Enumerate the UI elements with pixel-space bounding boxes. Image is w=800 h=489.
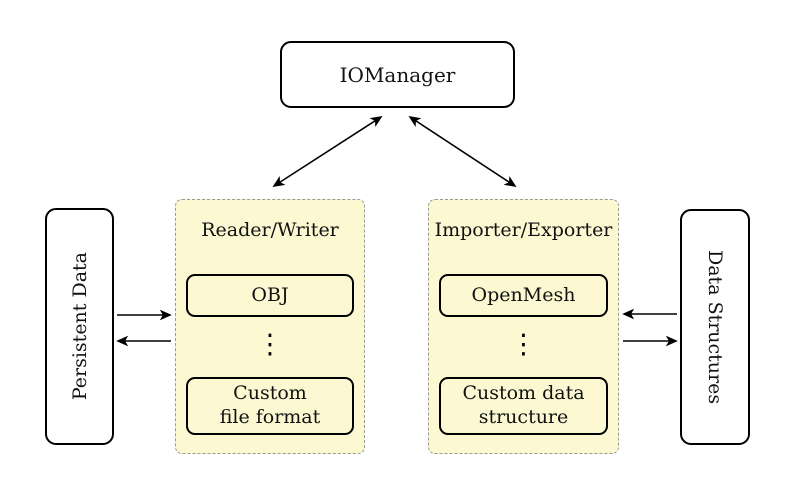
iomanager-node: IOManager	[280, 41, 515, 108]
importer-exporter-title: Importer/Exporter	[434, 219, 613, 241]
custom-file-format-label: Custom file format	[219, 382, 321, 428]
data-structures-label: Data Structures	[704, 249, 726, 405]
reader-writer-title: Reader/Writer	[201, 219, 339, 241]
reader-writer-panel: Reader/Writer OBJ ⋮ Custom file format	[175, 199, 365, 454]
custom-file-format-node: Custom file format	[186, 377, 354, 435]
openmesh-label: OpenMesh	[471, 283, 576, 306]
iomanager-label: IOManager	[339, 62, 456, 87]
persistent-data-label: Persistent Data	[68, 252, 91, 401]
data-structures-node: Data Structures	[680, 209, 750, 445]
openmesh-node: OpenMesh	[439, 274, 608, 317]
vertical-ellipsis: ⋮	[510, 328, 537, 360]
obj-label: OBJ	[251, 283, 289, 306]
arrow-iomanager-readerwriter	[272, 116, 383, 187]
obj-node: OBJ	[186, 274, 354, 317]
custom-data-structure-label: Custom data structure	[462, 382, 585, 428]
persistent-data-node: Persistent Data	[45, 208, 114, 445]
vertical-ellipsis: ⋮	[256, 328, 284, 360]
importer-exporter-panel: Importer/Exporter OpenMesh ⋮ Custom data…	[428, 199, 619, 454]
custom-data-structure-node: Custom data structure	[439, 377, 608, 435]
arrow-iomanager-importerexporter	[408, 116, 517, 187]
